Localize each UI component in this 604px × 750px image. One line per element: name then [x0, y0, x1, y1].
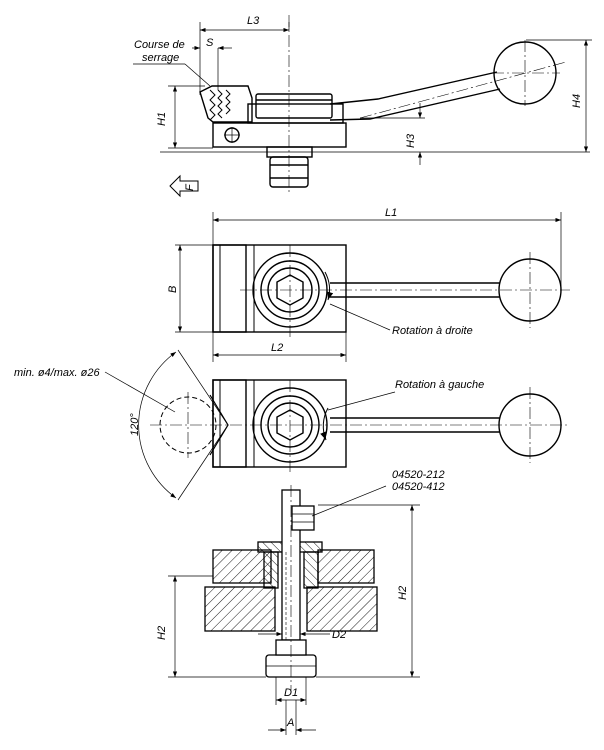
- rotated-view-dimensions: [104, 349, 396, 501]
- section-view-dimensions: [168, 485, 420, 735]
- section-lower-plate-right: [306, 586, 378, 632]
- dim-h1-label: H1: [156, 112, 168, 126]
- side-view: [199, 15, 567, 195]
- top-view-dimensions: [175, 212, 562, 362]
- dim-a-label: A: [286, 717, 294, 729]
- dim-s-label: S: [206, 37, 214, 49]
- dim-l2-label: L2: [271, 342, 283, 354]
- rotation-right-label: Rotation à droite: [392, 325, 473, 337]
- side-lever-bottom: [329, 88, 501, 121]
- angle-label: 120°: [129, 413, 141, 436]
- section-nut: [291, 505, 315, 531]
- course-label-line2: serrage: [142, 52, 179, 64]
- dim-l1-label: L1: [385, 207, 397, 219]
- workpiece-circle: [159, 396, 217, 454]
- dim-h2-left-label: H2: [156, 626, 168, 640]
- course-label-line1: Course de: [134, 39, 185, 51]
- rotated-body: [212, 379, 347, 468]
- top-jaw: [212, 244, 247, 333]
- top-view: [212, 244, 570, 340]
- section-view: [204, 485, 378, 690]
- force-label: F: [184, 183, 196, 191]
- rotated-view: [150, 379, 570, 475]
- dim-l3-label: L3: [247, 15, 260, 27]
- rotation-left-label: Rotation à gauche: [395, 379, 484, 391]
- dim-h4-label: H4: [571, 94, 583, 108]
- part-number-1: 04520-212: [392, 469, 445, 481]
- part-number-2: 04520-412: [392, 481, 445, 493]
- section-upper-plate-left: [212, 549, 272, 584]
- side-lever-top: [329, 71, 498, 105]
- side-ring-upper: [255, 93, 333, 119]
- top-body: [212, 244, 347, 333]
- dim-h3-label: H3: [405, 133, 417, 148]
- rotated-jaw: [212, 379, 247, 468]
- diameter-range-label: min. ø4/max. ø26: [14, 367, 100, 379]
- dim-d1-label: D1: [284, 687, 298, 699]
- dim-h2-right-label: H2: [397, 586, 409, 600]
- side-ring-lower: [247, 103, 344, 124]
- section-lower-plate-left: [204, 586, 276, 632]
- side-view-dimensions: [133, 22, 592, 198]
- side-jaw: [199, 85, 253, 123]
- dim-d2-label: D2: [332, 629, 346, 641]
- dim-b-label: B: [167, 286, 179, 293]
- section-upper-plate-right: [317, 549, 375, 584]
